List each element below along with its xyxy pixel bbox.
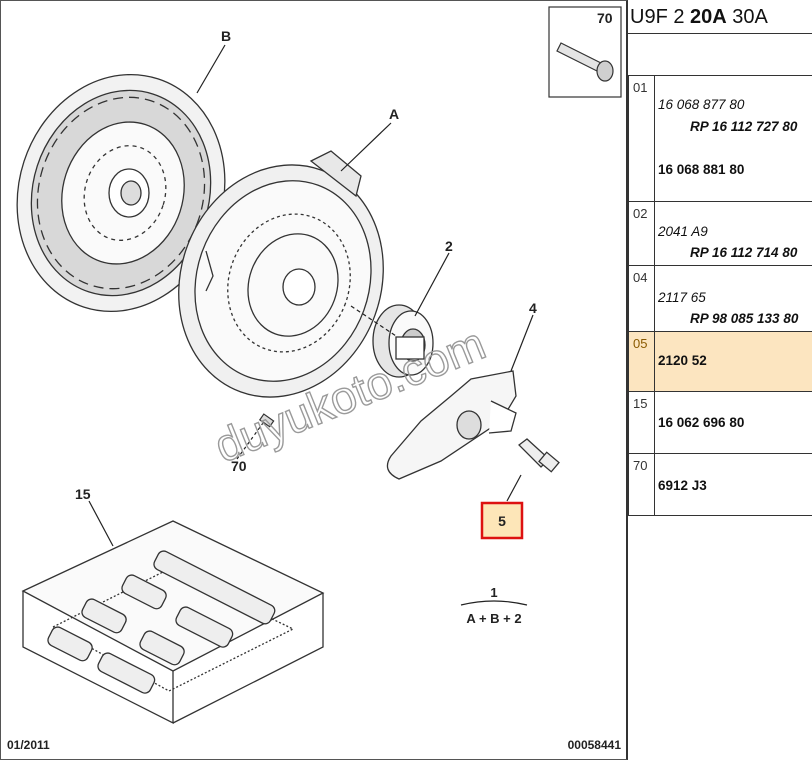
- callout-5: 5: [498, 513, 506, 529]
- tool-kit-box[interactable]: [21, 520, 325, 725]
- part-number: 16 062 696 80: [658, 415, 745, 430]
- part-row-15[interactable]: 15 16 062 696 80: [628, 392, 812, 454]
- part-number: 2120 52: [658, 353, 707, 368]
- leader-lines: [88, 44, 534, 547]
- part-row-04[interactable]: 04 2117 65 RP 98 085 133 80: [628, 266, 812, 332]
- callout-a: A: [389, 106, 399, 122]
- callout-b: B: [221, 28, 231, 44]
- part-row-70[interactable]: 70 6912 J3: [628, 454, 812, 516]
- part-replacement: RP 16 112 727 80: [690, 119, 798, 134]
- callout-15: 15: [75, 486, 91, 502]
- clutch-disc[interactable]: [1, 47, 255, 338]
- release-bearing[interactable]: [372, 304, 434, 378]
- footer-code: 00058441: [568, 738, 622, 752]
- callout-70-box: 70: [597, 10, 613, 26]
- model-header-pre: U9F 2: [630, 6, 691, 28]
- release-fork[interactable]: [386, 370, 517, 480]
- assembly-formula: 1 A + B + 2: [460, 585, 528, 626]
- part-replacement: RP 16 112 714 80: [690, 245, 798, 260]
- bolt-left[interactable]: [258, 413, 275, 428]
- part-number: 2117 65: [658, 290, 706, 305]
- part-replacement: RP 98 085 133 80: [690, 311, 799, 326]
- part-number-alt: 16 068 881 80: [658, 162, 745, 177]
- part-row-05[interactable]: 05 2120 52: [628, 332, 812, 392]
- part-number: 16 068 877 80: [658, 97, 745, 112]
- pivot-stud[interactable]: [518, 438, 560, 473]
- part-row-02[interactable]: 02 2041 A9 RP 16 112 714 80: [628, 202, 812, 266]
- model-header-bold: 20A: [690, 6, 727, 28]
- callout-70-left: 70: [231, 458, 247, 474]
- model-header: U9F 2 20A 30A: [628, 0, 812, 34]
- parts-list-panel: U9F 2 20A 30A 01 16 068 877 80 RP 16 112…: [628, 0, 812, 760]
- footer-date: 01/2011: [7, 738, 50, 752]
- part-ref: 04: [629, 266, 655, 331]
- bolt-detail-box: [548, 6, 622, 98]
- diagram-canvas: B A 2 4 15 70 70 5 1 A + B + 2 duyukoto.…: [1, 6, 622, 752]
- callout-5-highlight[interactable]: 5: [480, 501, 524, 540]
- callout-2: 2: [445, 238, 453, 254]
- bolt-icon: [556, 42, 614, 82]
- part-ref: 05: [629, 332, 655, 391]
- part-row-01[interactable]: 01 16 068 877 80 RP 16 112 727 80 16 068…: [628, 76, 812, 202]
- callout-4: 4: [529, 300, 537, 316]
- pressure-plate[interactable]: [147, 136, 416, 426]
- part-ref: 70: [629, 454, 655, 515]
- part-ref: 02: [629, 202, 655, 265]
- part-number: 2041 A9: [658, 224, 708, 239]
- part-ref: 01: [629, 76, 655, 201]
- part-number: 6912 J3: [658, 478, 707, 493]
- header-blank-cell: [628, 34, 812, 76]
- exploded-parts-diagram: B A 2 4 15 70 70 5 1 A + B + 2 duyukoto.…: [0, 0, 628, 760]
- formula-top: 1: [490, 585, 497, 600]
- model-header-post: 30A: [726, 6, 768, 28]
- formula-bottom: A + B + 2: [466, 611, 521, 626]
- part-ref: 15: [629, 392, 655, 453]
